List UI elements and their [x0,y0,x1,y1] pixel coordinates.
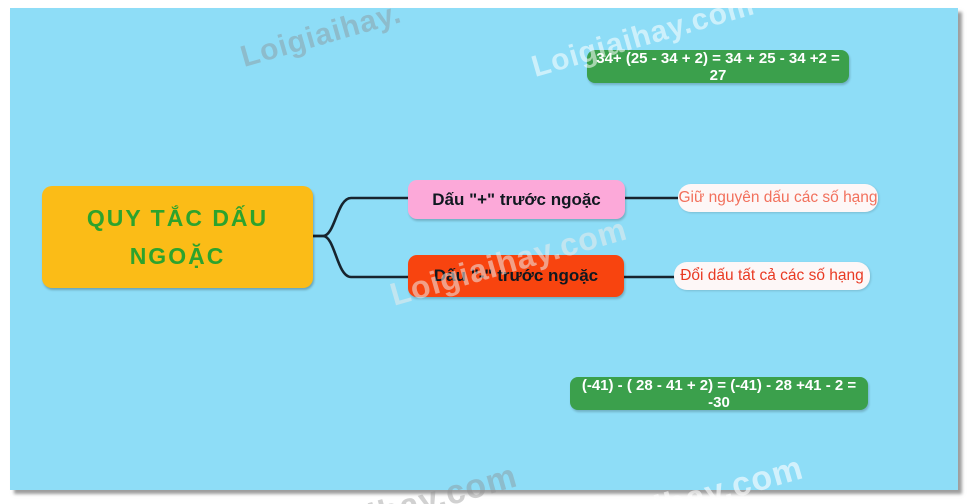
example-minus-box: (-41) - ( 28 - 41 + 2) = (-41) - 28 +41 … [570,377,868,411]
branch-plus-box: Dấu "+" trước ngoặc [408,180,625,219]
connector-root-to-minus [311,234,410,279]
root-topic-box: QUY TẮC DẤU NGOẶC [42,186,313,288]
example-plus-box: 34+ (25 - 34 + 2) = 34 + 25 - 34 +2 = 27 [587,50,849,84]
mindmap-panel: 34+ (25 - 34 + 2) = 34 + 25 - 34 +2 = 27… [10,8,958,490]
branch-minus-box: Dấu "-" trước ngoặc [408,255,624,297]
rule-change-signs-box: Đổi dấu tất cả các số hạng [674,262,870,290]
rule-keep-signs-box: Giữ nguyên dấu các số hạng [678,184,878,212]
connector-lines [311,196,680,279]
connector-root-to-plus [311,196,410,238]
